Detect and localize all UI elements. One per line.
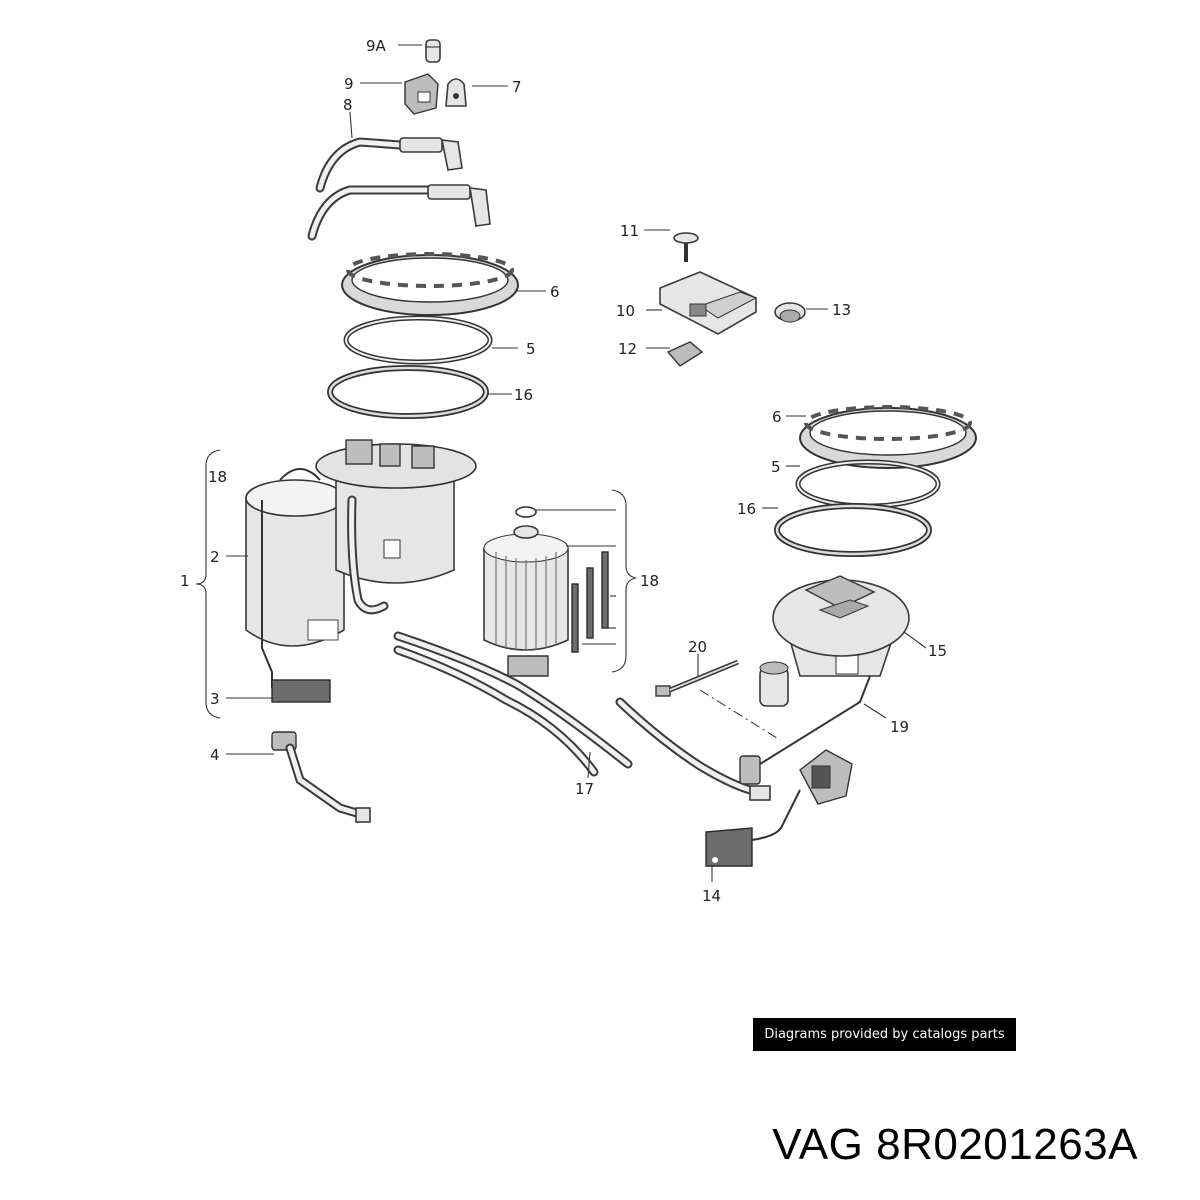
callout-2: 2: [210, 548, 220, 566]
callout-6-right: 6: [772, 408, 782, 426]
part-4-wiring: [271, 731, 371, 823]
part-6-lock-ring-right: [799, 405, 977, 469]
callout-19: 19: [890, 718, 909, 736]
callout-8: 8: [343, 96, 353, 114]
bracket-1: [195, 449, 221, 719]
bracket-18-right: [611, 489, 637, 673]
callout-3: 3: [210, 690, 220, 708]
callout-7: 7: [512, 78, 522, 96]
callout-11: 11: [620, 222, 639, 240]
part-16-seal-right: [774, 503, 932, 557]
callout-6-left: 6: [550, 283, 560, 301]
part-15-sender-flange: [759, 575, 910, 707]
part-18-pump-flange: [315, 439, 477, 615]
callout-12: 12: [618, 340, 637, 358]
part-20-cable-tie: [655, 659, 781, 741]
part-filter: [483, 506, 609, 677]
callout-15: 15: [928, 642, 947, 660]
callout-5-left: 5: [526, 340, 536, 358]
part-7-cap: [445, 78, 467, 107]
credit-banner: Diagrams provided by catalogs parts: [753, 1018, 1016, 1051]
callout-18-left: 18: [208, 468, 227, 486]
part-10-control-module: [659, 271, 758, 335]
callout-20: 20: [688, 638, 707, 656]
callout-9a: 9A: [366, 37, 387, 55]
part-12-clip: [666, 341, 704, 367]
callout-5-right: 5: [771, 458, 781, 476]
callout-16-right: 16: [737, 500, 756, 518]
callout-18-right: 18: [640, 572, 659, 590]
part-13-grommet: [774, 302, 806, 323]
part-11-screw: [673, 232, 699, 262]
part-19-return-line: [615, 675, 871, 801]
part-16-seal-left: [327, 365, 489, 419]
callout-17: 17: [575, 780, 594, 798]
part-3-level-sender: [261, 500, 331, 703]
callout-4: 4: [210, 746, 220, 764]
callout-10: 10: [616, 302, 635, 320]
callout-1: 1: [180, 572, 190, 590]
part-14-level-sender: [705, 749, 853, 867]
callout-14: 14: [702, 887, 721, 905]
part-5-seal-right: [795, 459, 941, 509]
part-17-fuel-lines: [393, 631, 633, 777]
part-8-fuel-lines: [307, 137, 491, 241]
part-2-fuel-pump-housing: [245, 468, 345, 647]
callout-9: 9: [344, 75, 354, 93]
part-9a-cap: [425, 39, 441, 63]
callout-13: 13: [832, 301, 851, 319]
part-number-label: VAG 8R0201263A: [772, 1120, 1138, 1169]
leader-lines: [226, 44, 927, 882]
part-6-lock-ring-left: [341, 252, 519, 316]
callout-16-left: 16: [514, 386, 533, 404]
part-5-seal-left: [343, 315, 493, 365]
part-9-connector: [404, 73, 439, 115]
